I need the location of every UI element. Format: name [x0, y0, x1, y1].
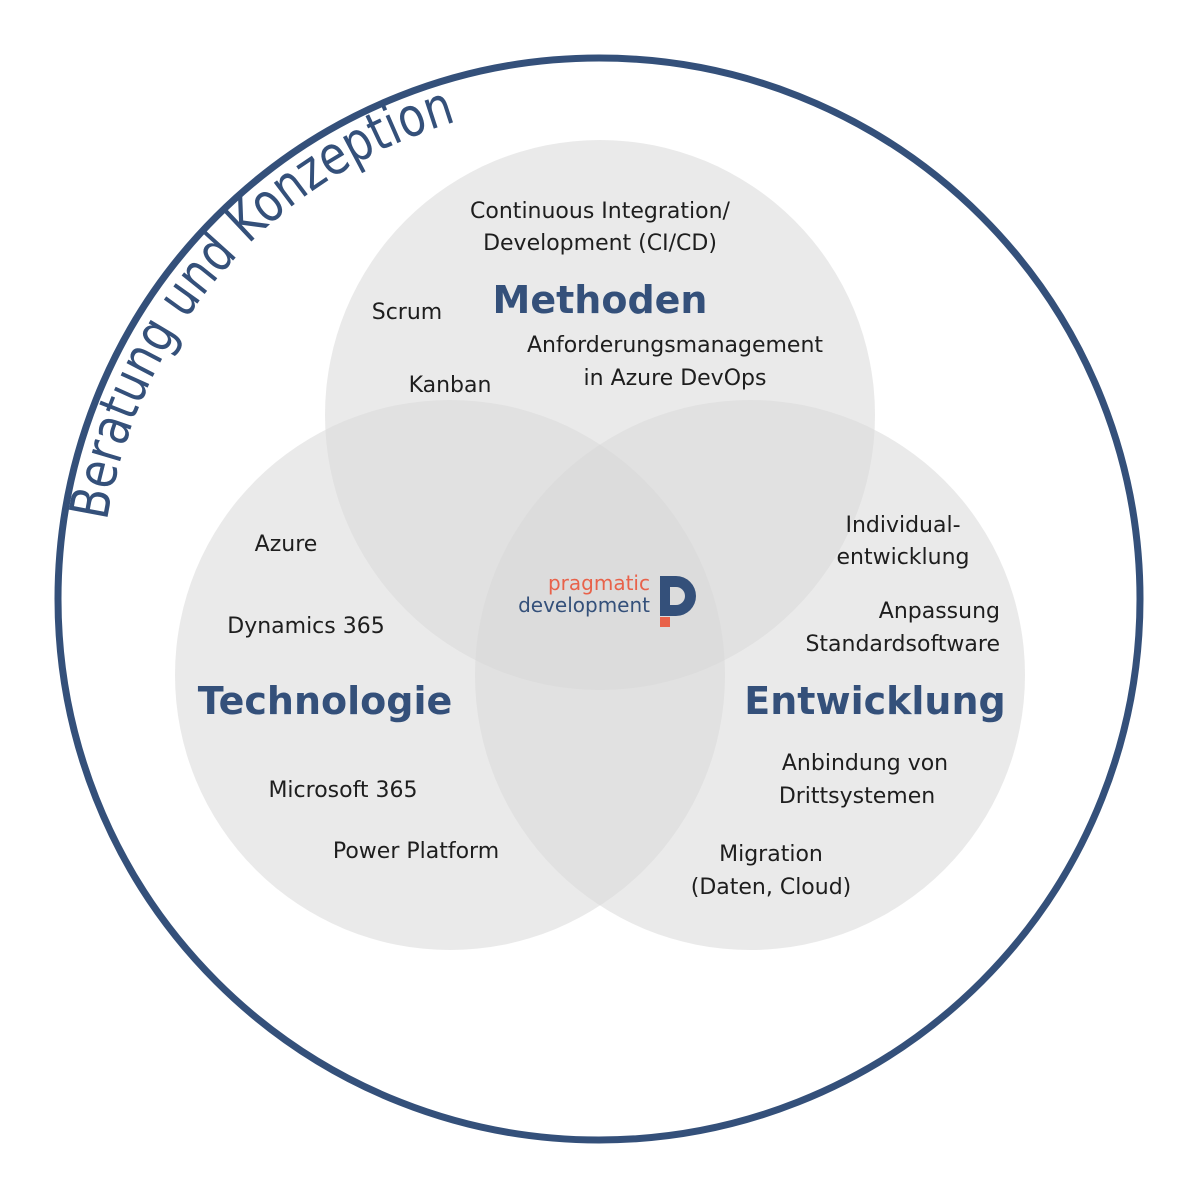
item-migration-line2: (Daten, Cloud)	[691, 875, 852, 900]
item-anpassung-line2: Standardsoftware	[805, 632, 1000, 657]
item-scrum: Scrum	[372, 300, 442, 325]
item-kanban: Kanban	[409, 373, 492, 398]
item-cicd-line2: Development (CI/CD)	[483, 231, 717, 256]
heading-methoden: Methoden	[493, 278, 708, 322]
heading-technologie: Technologie	[198, 679, 453, 723]
item-microsoft-365: Microsoft 365	[268, 778, 417, 803]
heading-entwicklung: Entwicklung	[744, 679, 1005, 723]
item-cicd-line1: Continuous Integration/	[470, 199, 730, 224]
circle-entwicklung	[475, 400, 1025, 950]
item-dynamics-365: Dynamics 365	[227, 614, 384, 639]
logo-text-development: development	[518, 593, 650, 617]
center-logo: pragmatic development	[518, 571, 696, 627]
pd-logo-icon	[660, 576, 696, 627]
item-anbindung-line2: Drittsystemen	[779, 784, 935, 809]
item-azure: Azure	[255, 532, 318, 557]
item-individual-line1: Individual-	[845, 513, 960, 538]
item-anbindung-line1: Anbindung von	[782, 751, 948, 776]
item-migration-line1: Migration	[719, 842, 823, 867]
item-anforderung-line1: Anforderungsmanagement	[527, 333, 823, 358]
item-individual-line2: entwicklung	[836, 545, 969, 570]
item-anforderung-line2: in Azure DevOps	[584, 366, 767, 391]
outer-circle	[54, 54, 1144, 1144]
item-anpassung-line1: Anpassung	[879, 599, 1000, 624]
item-power-platform: Power Platform	[333, 839, 499, 864]
logo-text-pragmatic: pragmatic	[548, 571, 650, 595]
